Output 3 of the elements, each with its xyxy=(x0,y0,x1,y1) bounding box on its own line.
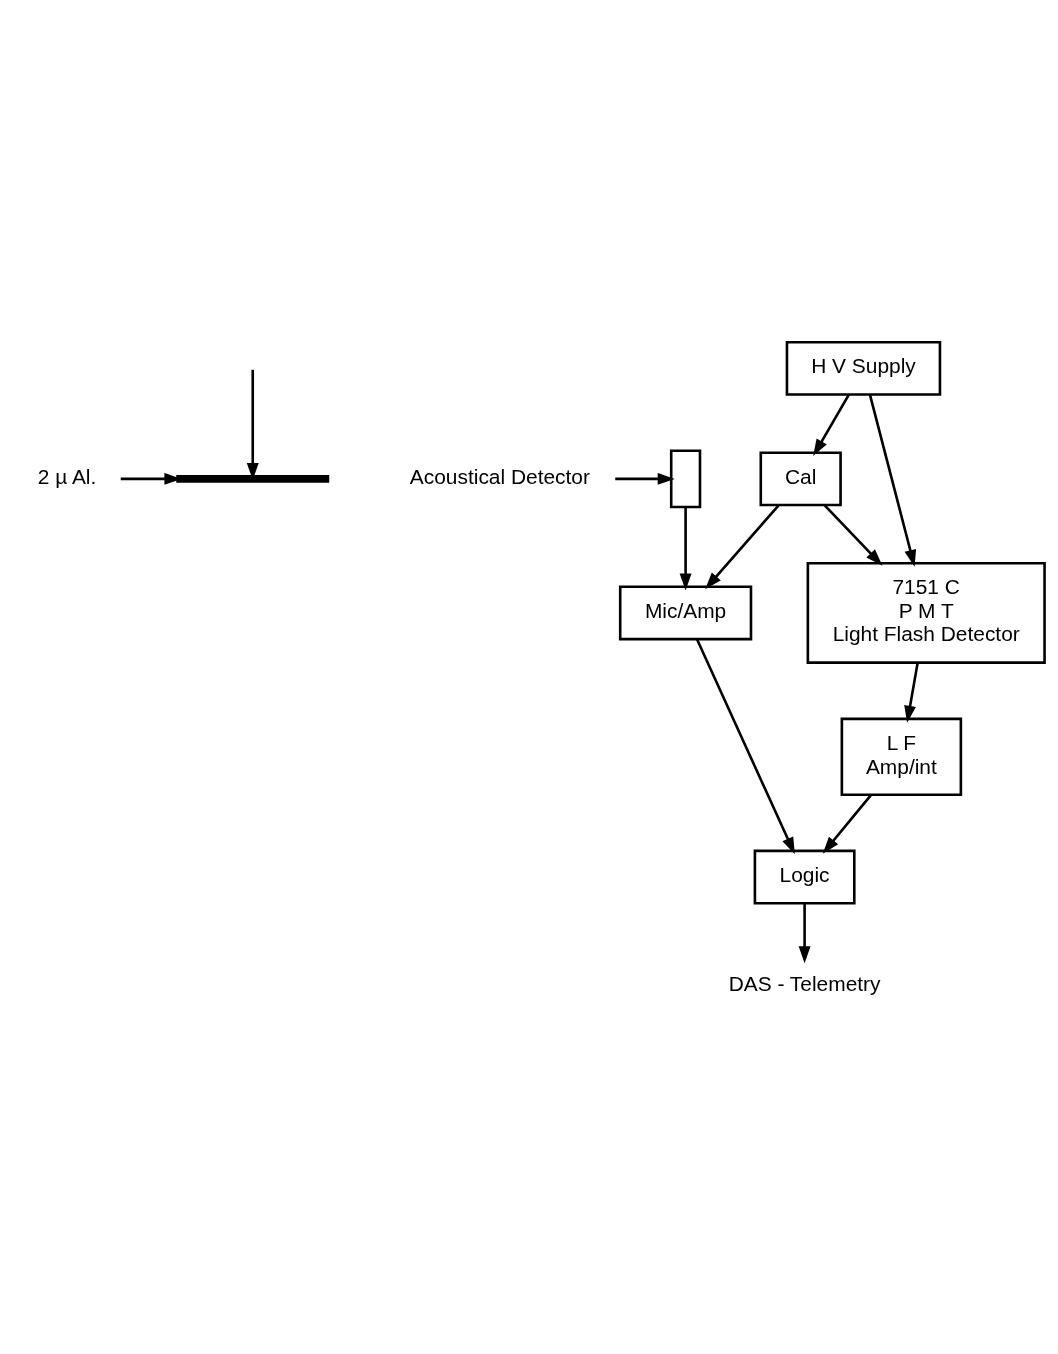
node-text: Acoustical Detector xyxy=(409,464,590,488)
node-text: 2 µ Al. xyxy=(37,464,97,488)
node-text: DAS - Telemetry xyxy=(728,971,881,995)
